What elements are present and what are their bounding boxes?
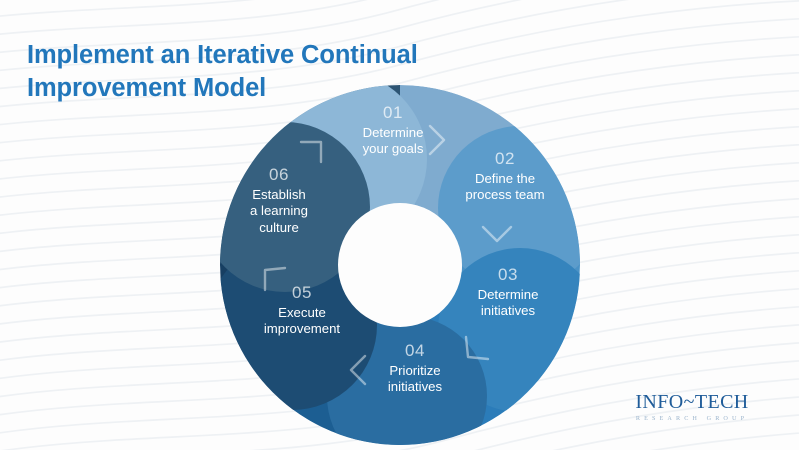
chevron-up-right-icon (299, 140, 323, 164)
chevron-down-icon (481, 225, 513, 243)
flow-arrows (263, 124, 513, 386)
chevron-up-left-icon (263, 266, 287, 292)
chevron-right-icon (428, 124, 446, 156)
chevron-down-left-icon (464, 335, 490, 361)
info-tech-logo: INFO~TECH RESEARCH GROUP (608, 392, 776, 422)
chevron-left-icon (349, 354, 367, 386)
wheel-center-hole (338, 203, 462, 327)
continual-improvement-cycle-diagram: 01 Determine your goals 02 Define the pr… (217, 82, 583, 448)
logo-wordmark: INFO~TECH (635, 391, 749, 413)
cycle-wheel-svg (220, 85, 580, 445)
page-title: Implement an Iterative Continual Improve… (27, 41, 418, 103)
logo-tagline: RESEARCH GROUP (635, 415, 749, 422)
